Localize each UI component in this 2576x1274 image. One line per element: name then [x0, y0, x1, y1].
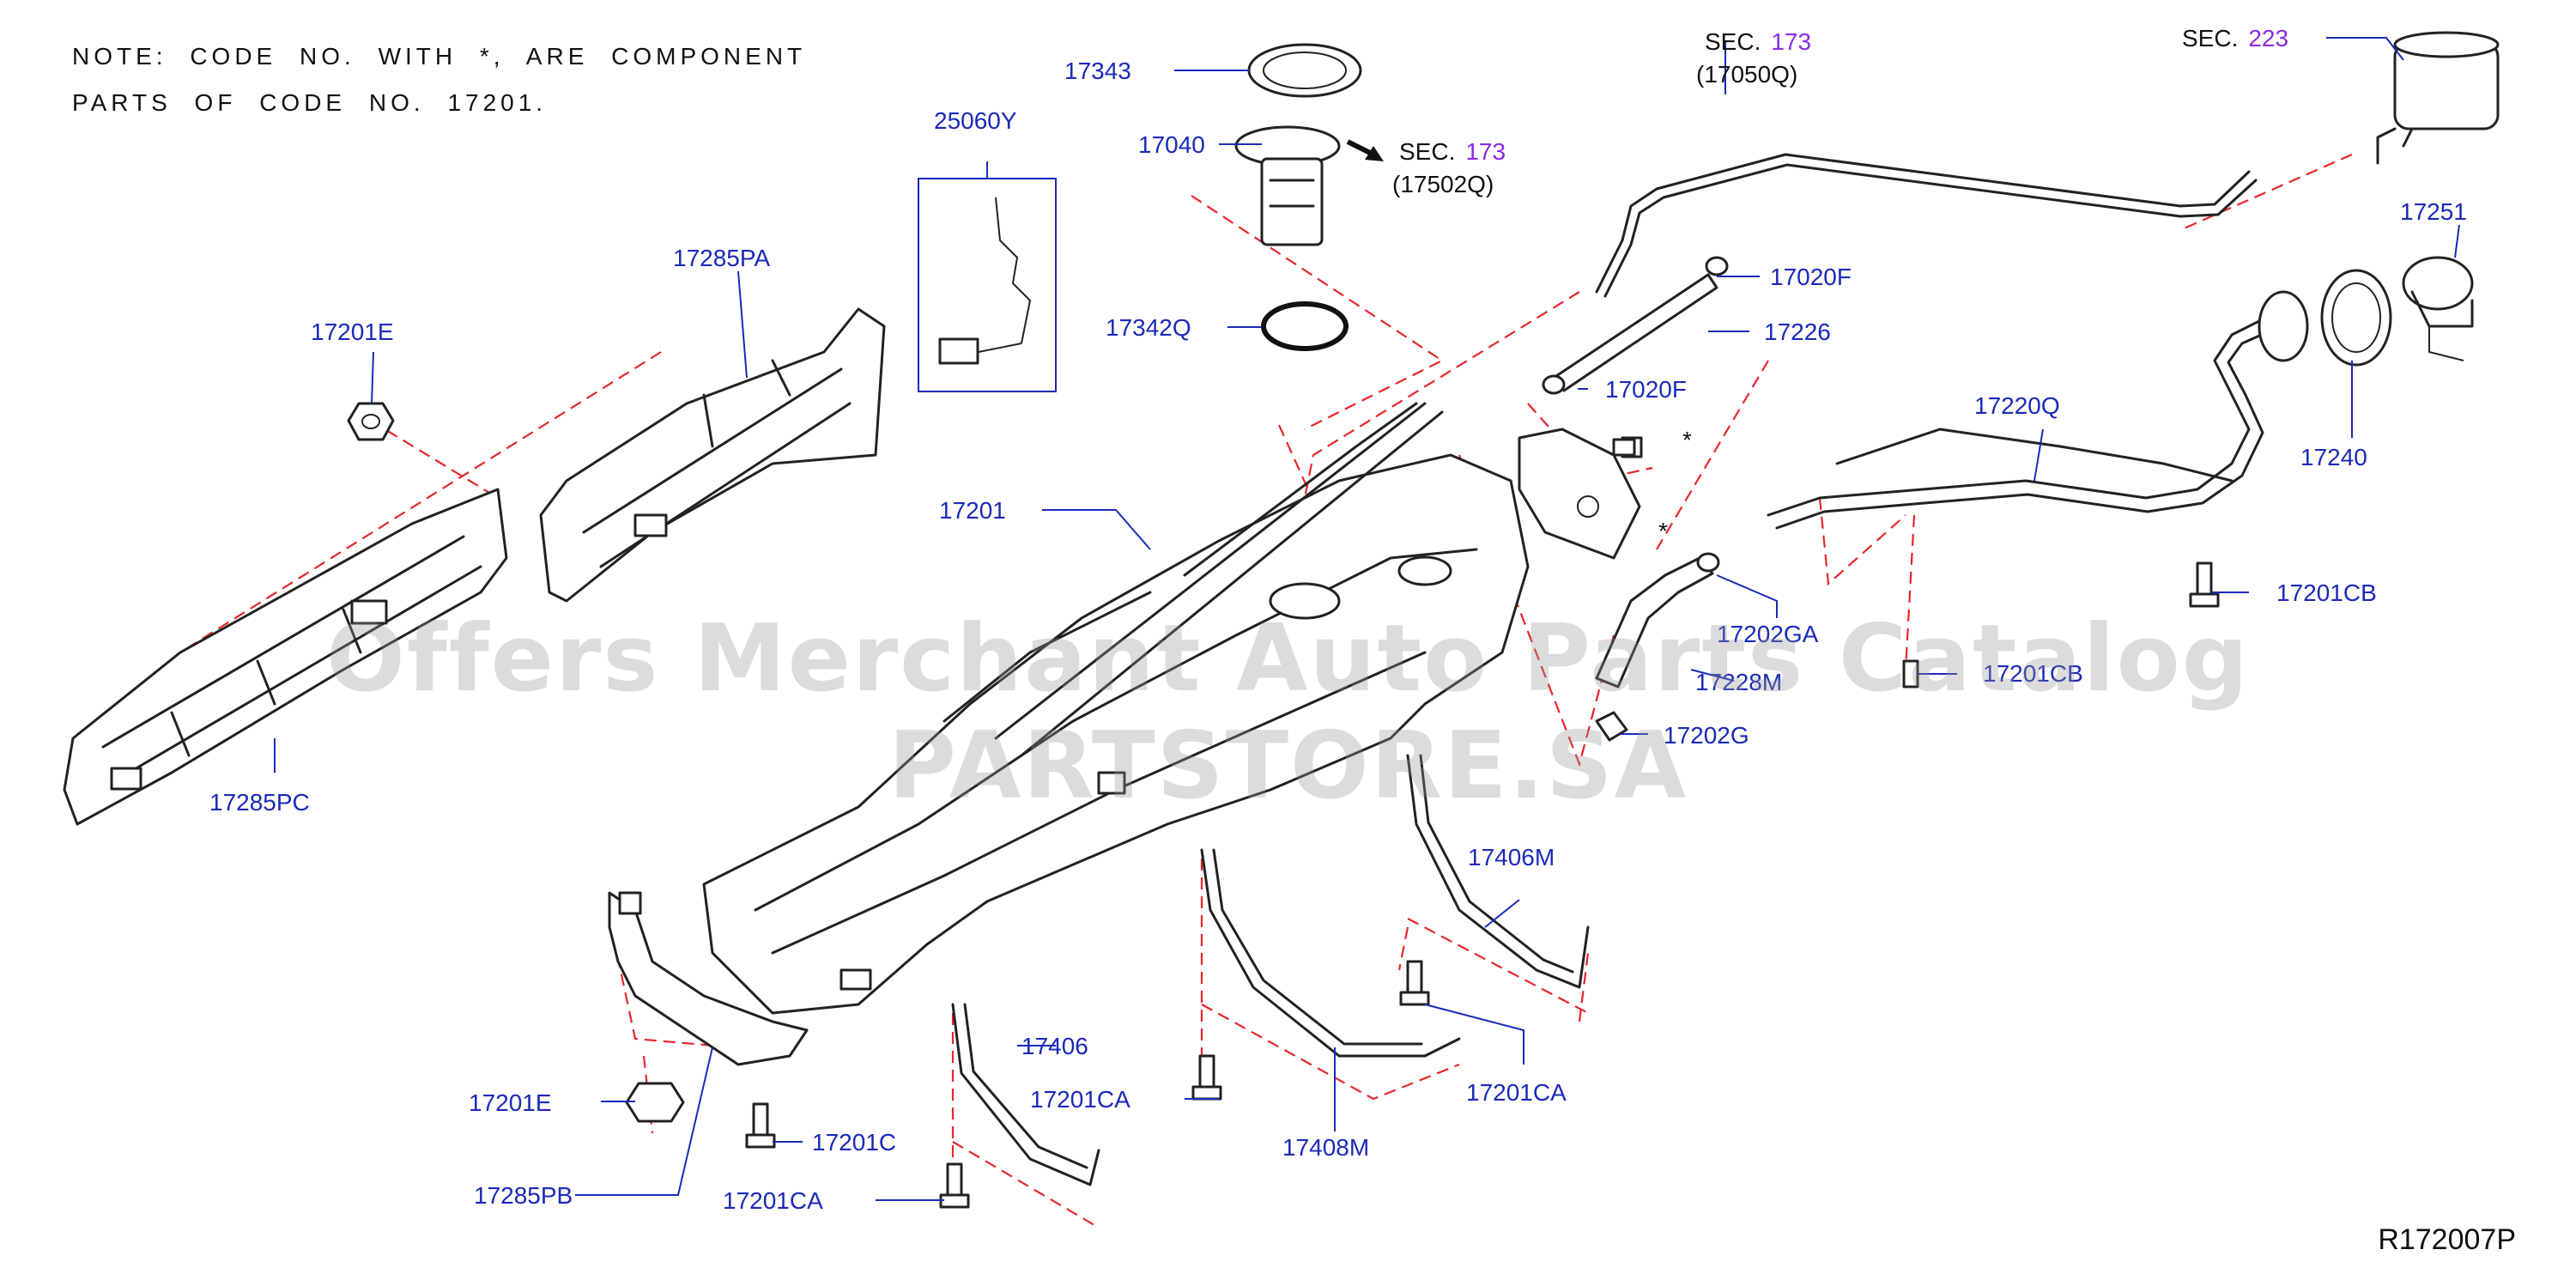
- label-17201cb-a: 17201CB: [2276, 579, 2377, 606]
- label-17020f-a: 17020F: [1770, 264, 1852, 290]
- sec-173-b: SEC.173: [1705, 28, 1811, 55]
- label-17285pc: 17285PC: [209, 789, 310, 816]
- filler-neck-17240: [2258, 269, 2392, 367]
- label-17201e-bottom: 17201E: [469, 1089, 552, 1116]
- tank-band-17406: [951, 1003, 1100, 1186]
- note-line-2: PARTS OF CODE NO. 17201.: [72, 89, 548, 116]
- bolt-17201cb-a: [2189, 561, 2220, 608]
- filler-cap-17251: [2402, 256, 2474, 361]
- o-ring-17342q: [1261, 301, 1349, 351]
- bolt-17201ca-c: [939, 1162, 970, 1209]
- label-17408m: 17408M: [1282, 1134, 1369, 1161]
- sec-223: SEC.223: [2182, 25, 2288, 52]
- reference-code: R172007P: [2378, 1223, 2516, 1256]
- note-line-1: NOTE: CODE NO. WITH *, ARE COMPONENT: [72, 43, 807, 70]
- grommet-top: [1612, 438, 1636, 457]
- label-17020f-b: 17020F: [1605, 376, 1687, 403]
- sec-173-a-code: (17502Q): [1392, 171, 1494, 197]
- label-17228m: 17228M: [1695, 669, 1782, 695]
- label-17201ca-b: 17201CA: [1466, 1079, 1567, 1106]
- component-markers: * *: [1658, 427, 1692, 544]
- label-17406: 17406: [1021, 1033, 1088, 1059]
- tank-band-17406m: [1406, 754, 1590, 989]
- label-17342q: 17342Q: [1106, 314, 1191, 341]
- section-references: SEC.173 (17502Q) SEC.173 (17050Q) SEC.22…: [1392, 25, 2288, 197]
- label-17201ca-a: 17201CA: [1030, 1086, 1130, 1113]
- label-17406m: 17406M: [1468, 844, 1555, 871]
- fuel-pump-17040: [1234, 125, 1384, 246]
- label-17285pb: 17285PB: [474, 1182, 573, 1209]
- hose-17228m: [1595, 552, 1720, 689]
- label-17251: 17251: [2400, 198, 2467, 225]
- label-17202g: 17202G: [1664, 722, 1749, 749]
- canister: [2376, 31, 2500, 165]
- label-17202ga: 17202GA: [1717, 621, 1819, 647]
- sec-173-a: SEC.173: [1399, 138, 1506, 165]
- label-17201e-top: 17201E: [311, 318, 394, 345]
- bolt-17201ca-b: [1399, 960, 1430, 1006]
- asterisk-marker-2: *: [1658, 518, 1668, 544]
- bolt-17201c: [745, 1102, 776, 1149]
- label-25060y: 25060Y: [934, 107, 1017, 134]
- label-17220q: 17220Q: [1974, 392, 2060, 419]
- label-17226: 17226: [1764, 318, 1831, 345]
- clamp-17020f: [1542, 256, 1729, 395]
- bolt-17201ca-a: [1191, 1054, 1222, 1101]
- part-labels: 17343 25060Y 17040 17342Q 17285PA 17201E…: [209, 58, 2467, 1214]
- watermark-text: Offers Merchant Auto Parts Catalog PARTS…: [325, 605, 2251, 820]
- nut-17201e-top: [347, 402, 395, 441]
- sec-173-b-code: (17050Q): [1696, 61, 1797, 88]
- lock-ring-17343: [1247, 43, 1362, 98]
- heat-shield-17285pa: [539, 307, 886, 603]
- clip-17202g: [1595, 711, 1628, 742]
- leader-lines: [274, 37, 2460, 1201]
- bolt-17201cb-b: [1902, 659, 1919, 689]
- heat-shield-17285pc: [63, 488, 508, 826]
- label-17343: 17343: [1064, 58, 1131, 84]
- label-17240: 17240: [2300, 444, 2367, 470]
- filler-tube-17220q: [1767, 307, 2285, 530]
- label-17201cb-b: 17201CB: [1983, 660, 2083, 687]
- evap-tube-17050q: [1595, 153, 2258, 298]
- label-17201ca-c: 17201CA: [723, 1187, 823, 1214]
- label-17040: 17040: [1138, 131, 1205, 158]
- heat-shield-17285pb: [608, 891, 809, 1066]
- sender-unit-25060y: [918, 178, 1057, 392]
- asterisk-marker-1: *: [1682, 427, 1692, 453]
- tank-band-17408m: [1200, 848, 1461, 1058]
- fuel-tank-17201: [702, 402, 1530, 1015]
- label-17201: 17201: [939, 497, 1006, 524]
- label-17201c: 17201C: [812, 1129, 896, 1156]
- label-17285pa: 17285PA: [673, 245, 770, 271]
